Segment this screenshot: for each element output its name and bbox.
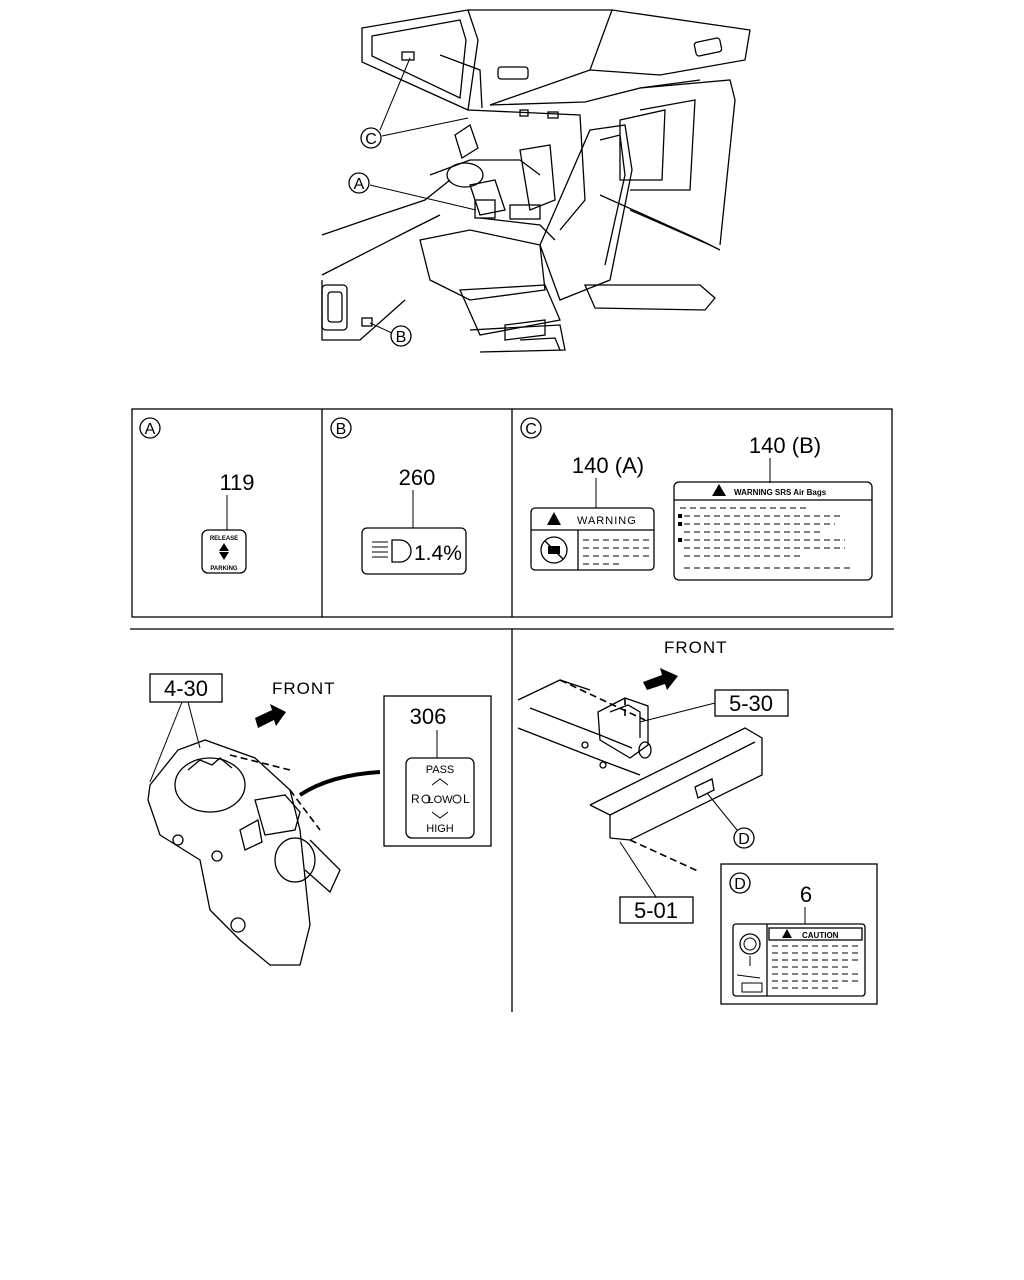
svg-text:HIGH: HIGH — [426, 823, 454, 835]
panel-b-part-number: 260 — [399, 465, 436, 490]
warning-label-140a: WARNING — [530, 507, 655, 571]
svg-text:WARNING: WARNING — [577, 515, 637, 527]
label-panels — [131, 408, 893, 618]
front-arrow-icon — [255, 704, 286, 728]
panel-c-left-part-number: 140 (A) — [572, 453, 644, 478]
svg-text:5-01: 5-01 — [634, 898, 678, 923]
svg-text:5-30: 5-30 — [729, 691, 773, 716]
panel-a-letter: A — [145, 421, 156, 438]
front-label-left: FRONT — [272, 679, 336, 698]
panel-a: A 119 RELEASE PARKING — [139, 417, 255, 574]
panel-b: B 260 1.4% — [330, 417, 467, 575]
parking-brake-label — [201, 529, 247, 574]
warning-triangle-icon — [782, 929, 792, 938]
inset-306 — [383, 695, 492, 847]
inset-306-part-number: 306 — [410, 704, 447, 729]
warning-triangle-icon — [547, 512, 561, 525]
ref-box-4-30 — [149, 673, 223, 703]
no-child-seat-icon — [540, 536, 568, 564]
panel-c: C 140 (A) WARNING 140 (B) WARNING S — [520, 417, 873, 581]
warning-triangle-icon — [712, 484, 726, 496]
svg-text:R: R — [411, 792, 420, 806]
combination-switch-section: 4-30 FRONT 306 PASS R LOW L HIGH — [147, 673, 492, 966]
frame-rail-section: FRONT 5-30 5-01 D — [517, 638, 878, 1005]
front-label-right: FRONT — [664, 638, 728, 657]
front-arrow-icon — [643, 668, 678, 690]
caution-label: CAUTION — [732, 923, 866, 997]
headlamp-icon — [372, 539, 412, 563]
callout-d: D — [706, 792, 755, 849]
battery-switch-icon — [736, 933, 763, 993]
chevron-down-icon — [431, 811, 449, 819]
cab-interior-illustration — [321, 9, 751, 353]
headlamp-aim-value: 1.4% — [414, 542, 462, 565]
inset-d — [720, 863, 878, 1005]
panel-c-letter: C — [525, 421, 537, 438]
svg-text:4-30: 4-30 — [164, 676, 208, 701]
panel-c-right-part-number: 140 (B) — [749, 433, 821, 458]
dimmer-switch-label — [405, 757, 475, 839]
svg-text:PARKING: PARKING — [210, 566, 238, 572]
svg-text:L: L — [463, 792, 470, 806]
svg-text:PASS: PASS — [426, 764, 455, 776]
svg-text:B: B — [396, 329, 407, 346]
callout-c: C — [360, 127, 382, 149]
svg-text:CAUTION: CAUTION — [802, 931, 839, 940]
arrow-up-icon — [219, 543, 229, 551]
arrow-down-icon — [219, 552, 229, 560]
svg-text:D: D — [738, 831, 750, 848]
headlamp-aim-label — [361, 527, 467, 575]
svg-text:RELEASE: RELEASE — [210, 536, 238, 542]
inset-d-letter: D — [734, 876, 746, 893]
panel-a-part-number: 119 — [219, 470, 254, 495]
srs-airbag-label-140b: WARNING SRS Air Bags — [673, 481, 873, 581]
inset-d-part-number: 6 — [800, 882, 812, 907]
chevron-up-icon — [431, 778, 449, 786]
callout-a: A — [348, 172, 370, 194]
svg-text:LOW: LOW — [427, 794, 453, 806]
panel-b-letter: B — [336, 421, 347, 438]
svg-text:A: A — [354, 176, 365, 193]
ref-box-5-01 — [619, 896, 694, 924]
svg-text:C: C — [365, 131, 377, 148]
callout-b: B — [390, 325, 412, 347]
svg-text:WARNING SRS Air Bags: WARNING SRS Air Bags — [734, 488, 827, 497]
